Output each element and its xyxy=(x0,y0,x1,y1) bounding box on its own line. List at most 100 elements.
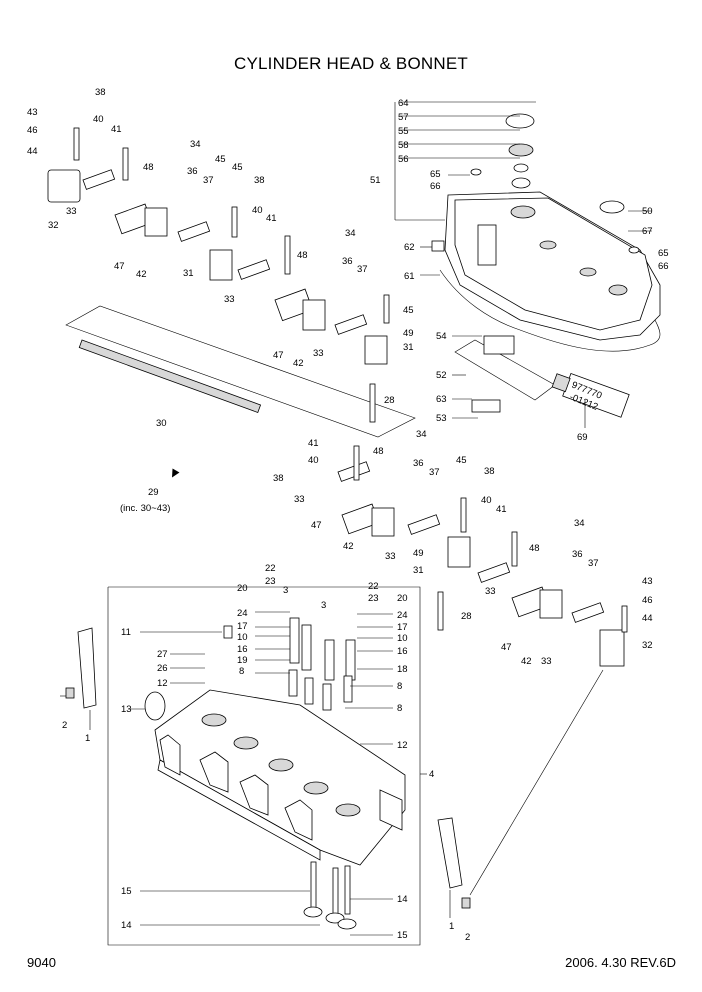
callout-38b: 38 xyxy=(254,175,265,186)
callout-29-range: (inc. 30~43) xyxy=(120,503,170,514)
callout-23b: 23 xyxy=(368,593,379,604)
callout-58: 58 xyxy=(398,140,409,151)
callout-33g: 33 xyxy=(541,656,552,667)
callout-46b: 46 xyxy=(642,595,653,606)
hanger-left xyxy=(77,627,97,709)
callout-18: 18 xyxy=(397,664,408,675)
callout-63: 63 xyxy=(436,394,447,405)
callout-8: 8 xyxy=(239,666,244,677)
sealant-tube xyxy=(551,372,630,418)
callout-45d: 45 xyxy=(456,455,467,466)
callout-19: 19 xyxy=(237,655,248,666)
callout-57: 57 xyxy=(398,112,409,123)
callout-31: 31 xyxy=(183,268,194,279)
callout-10: 10 xyxy=(237,632,248,643)
callout-2b: 2 xyxy=(465,932,470,943)
callout-40b: 40 xyxy=(252,205,263,216)
callout-50: 50 xyxy=(642,206,653,217)
callout-44: 44 xyxy=(27,146,38,157)
callout-38c: 38 xyxy=(273,473,284,484)
callout-36d: 36 xyxy=(572,549,583,560)
callout-47: 47 xyxy=(114,261,125,272)
callout-48: 48 xyxy=(143,162,154,173)
callout-64: 64 xyxy=(398,98,409,109)
callout-33f: 33 xyxy=(485,586,496,597)
callout-36: 36 xyxy=(187,166,198,177)
leader-lines xyxy=(60,101,652,936)
callout-49b: 49 xyxy=(413,548,424,559)
callout-56: 56 xyxy=(398,154,409,165)
callout-51: 51 xyxy=(370,175,381,186)
callout-15: 15 xyxy=(121,886,132,897)
callout-48d: 48 xyxy=(529,543,540,554)
callout-66b: 66 xyxy=(658,261,669,272)
rocker-shaft xyxy=(78,339,262,414)
callout-24b: 24 xyxy=(397,610,408,621)
callout-33e: 33 xyxy=(385,551,396,562)
grommet xyxy=(431,240,445,252)
oil-filler-cap xyxy=(599,200,625,214)
callout-65: 65 xyxy=(430,169,441,180)
callout-32b: 32 xyxy=(642,640,653,651)
callout-34b: 34 xyxy=(345,228,356,239)
callout-28: 28 xyxy=(384,395,395,406)
callout-23: 23 xyxy=(265,576,276,587)
callout-48b: 48 xyxy=(297,250,308,261)
callout-30: 30 xyxy=(156,418,167,429)
callout-16b: 16 xyxy=(397,646,408,657)
callout-14: 14 xyxy=(397,894,408,905)
callout-10b: 10 xyxy=(397,633,408,644)
callout-38: 38 xyxy=(95,87,106,98)
callout-22: 22 xyxy=(265,563,276,574)
plug-13 xyxy=(144,691,166,721)
callout-11: 11 xyxy=(121,627,131,638)
callout-41: 41 xyxy=(111,124,122,135)
callout-38d: 38 xyxy=(484,466,495,477)
callout-66: 66 xyxy=(430,181,441,192)
callout-1: 1 xyxy=(85,733,90,744)
callout-42b: 42 xyxy=(293,358,304,369)
callout-24: 24 xyxy=(237,608,248,619)
callout-61: 61 xyxy=(404,271,415,282)
cap-plate xyxy=(505,113,535,129)
callout-37: 37 xyxy=(203,175,214,186)
callout-27: 27 xyxy=(157,649,168,660)
callout-20b: 20 xyxy=(397,593,408,604)
callout-40: 40 xyxy=(93,114,104,125)
callout-28b: 28 xyxy=(461,611,472,622)
callout-12: 12 xyxy=(157,678,168,689)
callout-52: 52 xyxy=(436,370,447,381)
callout-42: 42 xyxy=(136,269,147,280)
callout-37c: 37 xyxy=(429,467,440,478)
callout-33c: 33 xyxy=(313,348,324,359)
callout-53: 53 xyxy=(436,413,447,424)
callout-62: 62 xyxy=(404,242,415,253)
callout-31c: 31 xyxy=(413,565,424,576)
bonnet-gasket xyxy=(439,269,661,352)
callout-13: 13 xyxy=(121,704,132,715)
breather-element xyxy=(483,335,515,355)
callout-8c: 8 xyxy=(397,703,402,714)
callout-43b: 43 xyxy=(642,576,653,587)
callout-2: 2 xyxy=(62,720,67,731)
callout-20: 20 xyxy=(237,583,248,594)
callout-22b: 22 xyxy=(368,581,379,592)
callout-46: 46 xyxy=(27,125,38,136)
callout-40d: 40 xyxy=(481,495,492,506)
callout-34d: 34 xyxy=(574,518,585,529)
callout-47d: 47 xyxy=(501,642,512,653)
callout-14b: 14 xyxy=(121,920,132,931)
callout-4: 4 xyxy=(429,769,434,780)
callout-16: 16 xyxy=(237,644,248,655)
bolt-left xyxy=(65,687,75,699)
callout-41b: 41 xyxy=(266,213,277,224)
callout-45c: 45 xyxy=(403,305,414,316)
hanger-right xyxy=(437,817,463,889)
callout-47c: 47 xyxy=(311,520,322,531)
callout-69: 69 xyxy=(577,432,588,443)
rocker-pieces xyxy=(47,127,628,667)
callout-34: 34 xyxy=(190,139,201,150)
callout-33: 33 xyxy=(66,206,77,217)
